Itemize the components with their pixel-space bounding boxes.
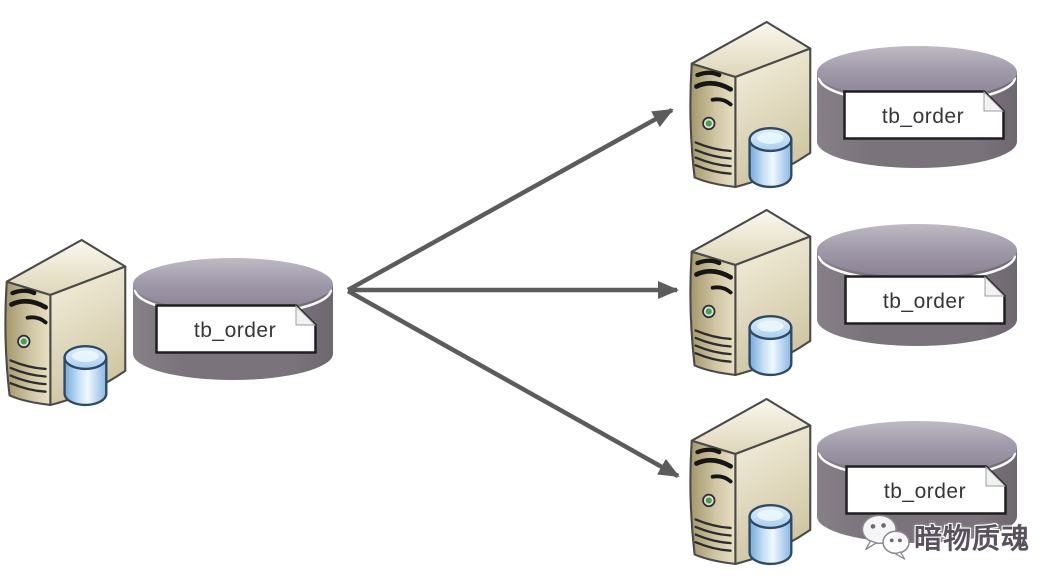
edge-source-to-target-3 <box>346 289 680 478</box>
db-label: tb_order <box>845 465 1007 515</box>
db-label: tb_order <box>155 304 317 354</box>
db-label-text: tb_order <box>882 105 964 128</box>
watermark: 暗物质魂 <box>860 512 1030 562</box>
server-icon <box>2 233 130 411</box>
edge-source-to-target-1 <box>346 108 674 292</box>
server-icon <box>687 392 815 570</box>
db-label-text: tb_order <box>883 290 965 313</box>
db-label: tb_order <box>843 90 1005 140</box>
server-icon <box>687 203 815 381</box>
server-icon <box>687 15 815 193</box>
watermark-text: 暗物质魂 <box>914 523 1031 554</box>
wechat-icon <box>861 514 910 560</box>
db-label-text: tb_order <box>194 319 276 342</box>
db-label-text: tb_order <box>884 480 966 503</box>
db-label: tb_order <box>844 275 1006 325</box>
